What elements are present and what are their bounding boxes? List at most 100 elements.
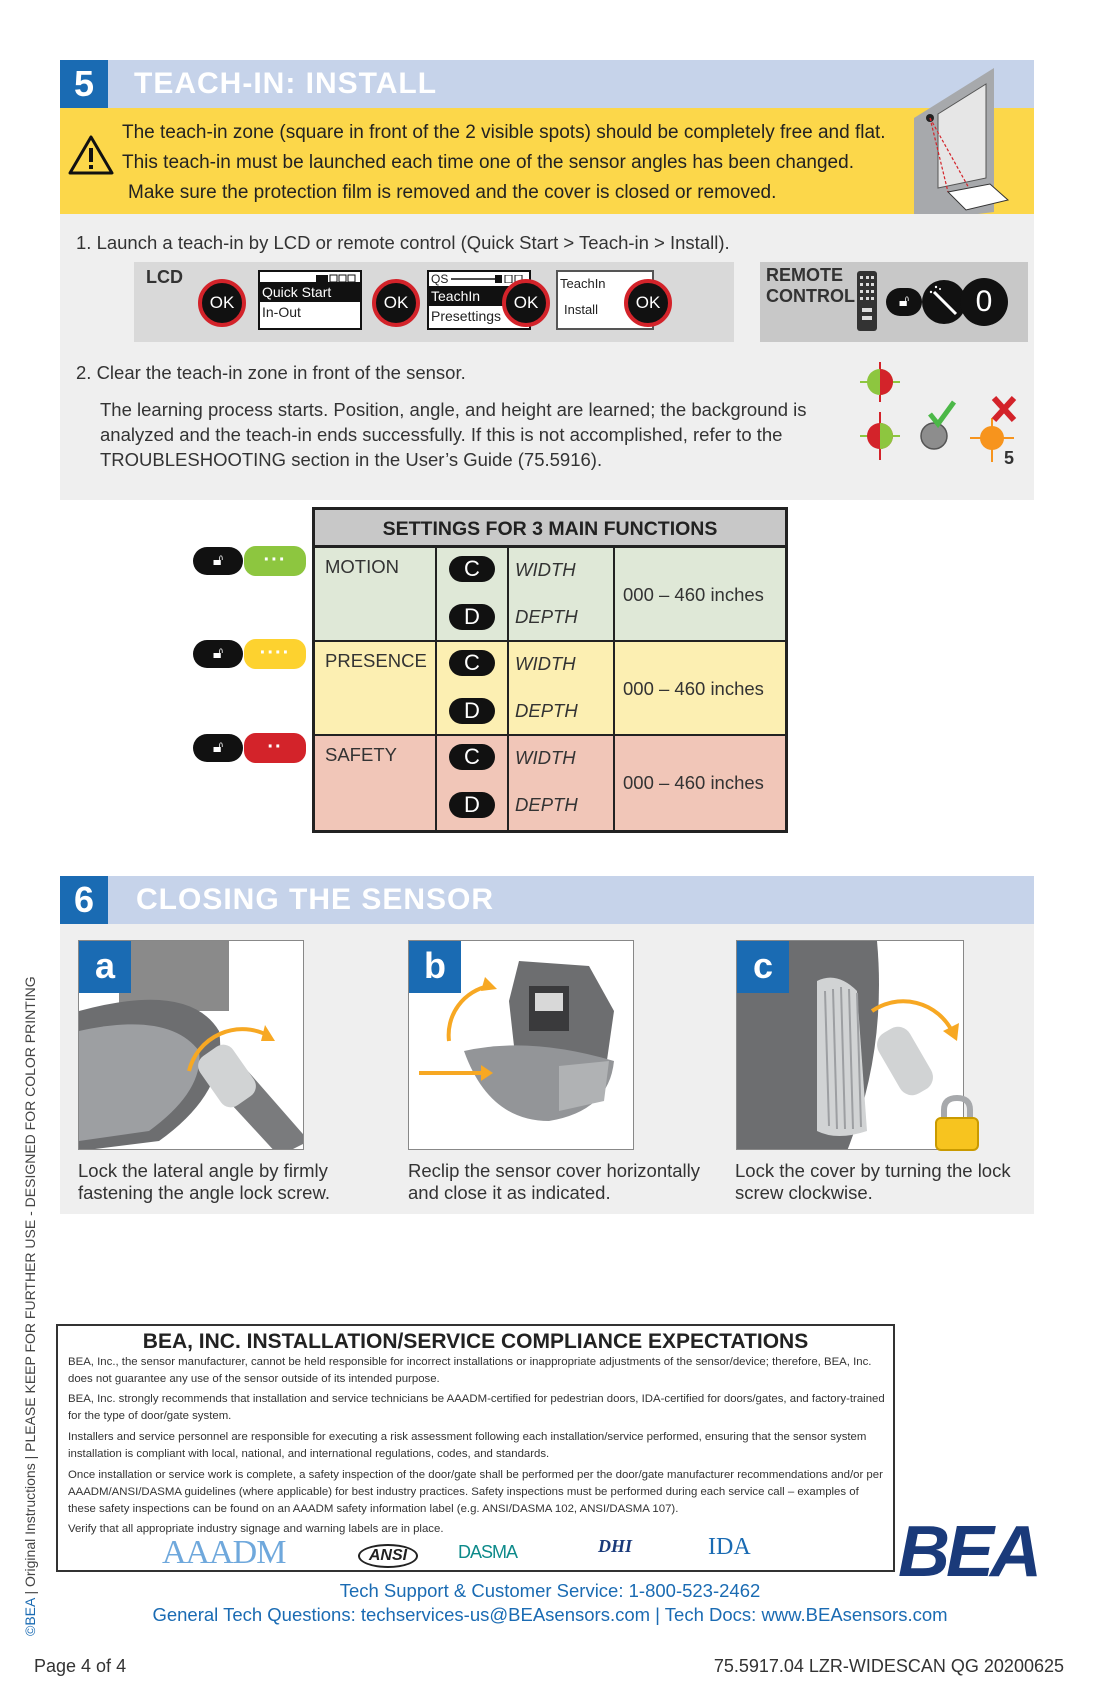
lcd-label: LCD (146, 267, 183, 287)
lcd-screen3-line2: Install (564, 302, 598, 317)
range-value: 000 – 460 inches (623, 584, 764, 605)
compliance-paragraph-5: Verify that all appropriate industry sig… (68, 1523, 444, 1535)
compliance-box: BEA, INC. INSTALLATION/SERVICE COMPLIANC… (56, 1324, 895, 1572)
unlock-icon-safety: 🔓︎ (193, 734, 243, 762)
remote-digit-button: 0 (960, 278, 1008, 326)
caption-c: Lock the cover by turning the lock screw… (735, 1160, 1011, 1203)
ok-button-4: OK (624, 279, 672, 327)
illustration-reclip-cover: b (408, 940, 634, 1150)
unlock-icon-motion: 🔓︎ (193, 547, 243, 575)
presence-dots-badge: ···· (244, 639, 306, 669)
table-row: SAFETY C D WIDTH DEPTH 000 – 460 inches (315, 736, 785, 830)
side-vertical-text: ©BEA | Original Instructions | PLEASE KE… (22, 976, 46, 1636)
led-success-icon (920, 400, 957, 450)
step-2-paragraph: The learning process starts. Position, a… (100, 399, 807, 470)
compliance-paragraph-1: BEA, Inc., the sensor manufacturer, cann… (68, 1356, 872, 1385)
ok-button-2: OK (372, 279, 420, 327)
warning-icon (68, 135, 114, 175)
compliance-paragraph-4: Once installation or service work is com… (68, 1469, 883, 1515)
ida-logo: IDA (708, 1534, 751, 1560)
unlock-icon-presence: 🔓︎ (193, 640, 243, 668)
depth-label: DEPTH (515, 700, 578, 721)
side-brand-text: ©BEA (22, 1598, 38, 1636)
led-number: 5 (1004, 448, 1015, 468)
compliance-paragraph-3: Installers and service personnel are res… (68, 1431, 867, 1460)
panel-letter-a: a (79, 941, 131, 993)
step-1-text: 1. Launch a teach-in by LCD or remote co… (76, 232, 730, 253)
function-name: SAFETY (325, 744, 397, 765)
side-rest-text: | Original Instructions | PLEASE KEEP FO… (22, 976, 38, 1599)
illustration-lock-cover: c (736, 940, 964, 1150)
ok-button-1: OK (198, 279, 246, 327)
section6-number: 6 (60, 876, 108, 924)
table-row: PRESENCE C D WIDTH DEPTH 000 – 460 inche… (315, 642, 785, 736)
dasma-logo: DASMA (458, 1542, 518, 1562)
caption-a: Lock the lateral angle by firmly fasteni… (78, 1160, 330, 1203)
function-name: MOTION (325, 556, 399, 577)
illustration-lock-angle: a (78, 940, 304, 1150)
safety-dots-badge: ·· (244, 733, 306, 763)
function-name: PRESENCE (325, 650, 427, 671)
lcd-screen2-line3: Presettings (431, 308, 502, 324)
width-label: WIDTH (515, 747, 576, 768)
d-key-badge: D (449, 604, 495, 630)
section5-number: 5 (60, 60, 108, 108)
remote-control-panel: REMOTE CONTROL 🔓︎ 0 (760, 262, 1028, 342)
section6-header: 6 CLOSING THE SENSOR (60, 876, 1034, 924)
depth-label: DEPTH (515, 794, 578, 815)
support-email-docs: General Tech Questions: techservices-us@… (152, 1604, 948, 1625)
width-label: WIDTH (515, 559, 576, 580)
remote-label-line2: CONTROL (766, 286, 855, 306)
warning-box: The teach-in zone (square in front of th… (60, 108, 1034, 214)
settings-table: SETTINGS FOR 3 MAIN FUNCTIONS MOTION C D… (312, 507, 788, 833)
led-red-green-icon (860, 412, 900, 460)
lcd-screen2-line1: QS (431, 272, 449, 286)
sensor-angle-screw-illustration (79, 941, 303, 1149)
depth-label: DEPTH (515, 606, 578, 627)
warning-line-2: This teach-in must be launched each time… (122, 152, 854, 173)
settings-table-header: SETTINGS FOR 3 MAIN FUNCTIONS (315, 510, 785, 548)
compliance-title: BEA, INC. INSTALLATION/SERVICE COMPLIANC… (142, 1330, 809, 1353)
support-phone: Tech Support & Customer Service: 1-800-5… (339, 1580, 761, 1601)
section5-body (60, 214, 1034, 500)
ansi-logo: ANSI (358, 1544, 418, 1568)
panel-letter-c: c (737, 941, 789, 993)
motion-dots-badge: ··· (244, 546, 306, 576)
warning-line-1: The teach-in zone (square in front of th… (122, 122, 886, 143)
led-status-icons (860, 362, 1017, 462)
remote-label-line1: REMOTE (766, 265, 844, 285)
section5-title: TEACH-IN: INSTALL (134, 67, 438, 100)
c-key-badge: C (449, 744, 495, 770)
dhi-logo: DHI (598, 1536, 633, 1556)
d-key-badge: D (449, 698, 495, 724)
compliance-paragraph-2: BEA, Inc. strongly recommends that insta… (68, 1393, 885, 1422)
lcd-screen3-line1: TeachIn (560, 276, 606, 291)
panel-letter-b: b (409, 941, 461, 993)
c-key-badge: C (449, 556, 495, 582)
warning-line-3: Make sure the protection film is removed… (128, 182, 777, 203)
document-id: 75.5917.04 LZR-WIDESCAN QG 20200625 (713, 1656, 1064, 1676)
caption-b: Reclip the sensor cover horizontally and… (408, 1160, 701, 1203)
led-blinking-icon (860, 362, 900, 402)
aaadm-logo: AAADM (162, 1534, 286, 1571)
lcd-screen1-line2: In-Out (262, 304, 301, 320)
sensor-lock-screw-illustration (737, 941, 959, 1149)
table-row: MOTION C D WIDTH DEPTH 000 – 460 inches (315, 548, 785, 642)
door-sensor-illustration (914, 68, 1010, 220)
section5-header: 5 TEACH-IN: INSTALL (60, 60, 1034, 108)
d-key-badge: D (449, 792, 495, 818)
lcd-screen1-line1: Quick Start (260, 282, 360, 302)
ok-button-3: OK (502, 279, 550, 327)
section6-title: CLOSING THE SENSOR (136, 883, 495, 916)
remote-control-icon (857, 271, 877, 331)
width-label: WIDTH (515, 653, 576, 674)
lcd-panel: LCD OK Quick Start In-Out OK QS TeachIn … (134, 262, 734, 342)
step-2-text: 2. Clear the teach-in zone in front of t… (76, 362, 466, 383)
c-key-badge: C (449, 650, 495, 676)
wand-button-icon (922, 280, 966, 324)
unlock-button-icon: 🔓︎ (886, 288, 922, 316)
range-value: 000 – 460 inches (623, 678, 764, 699)
page-number: Page 4 of 4 (34, 1656, 127, 1676)
lcd-screen-quickstart: Quick Start In-Out (258, 270, 362, 330)
led-fail-icon (970, 395, 1017, 462)
